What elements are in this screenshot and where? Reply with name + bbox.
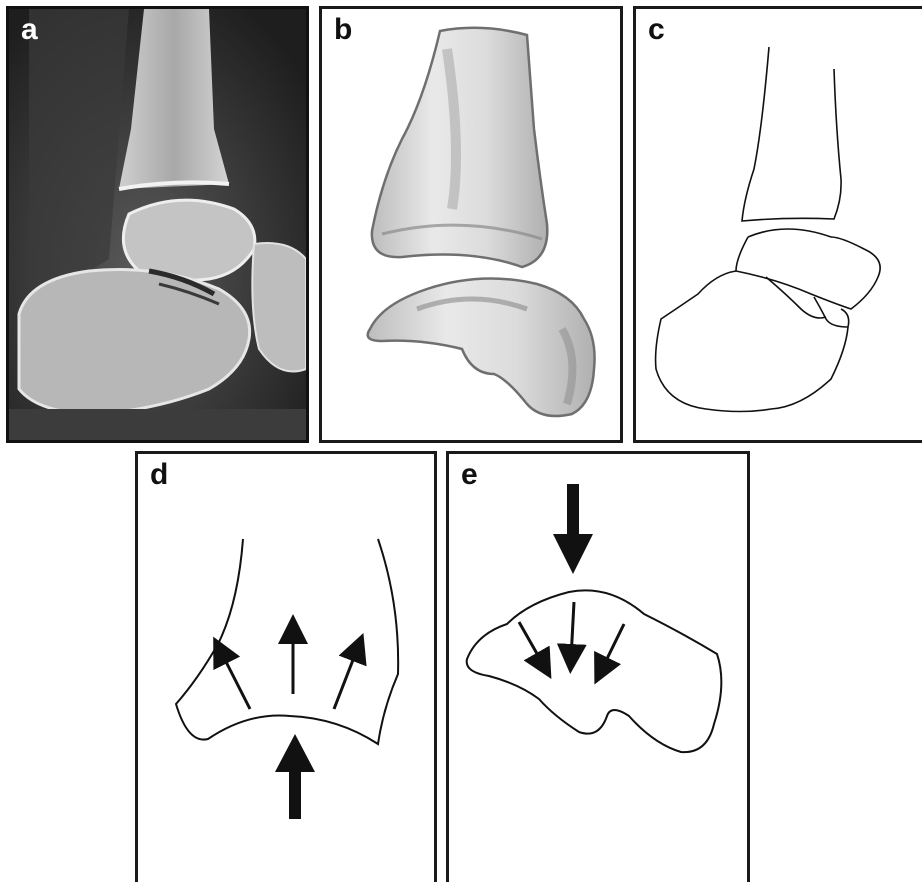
arrow-large-down [553, 484, 593, 574]
arrow-small-left [220, 650, 250, 709]
talus [123, 200, 254, 280]
panel-b-illustration: b [319, 6, 623, 443]
panel-label-c: c [648, 15, 665, 45]
panel-d-force-diagram: d [135, 451, 437, 882]
arrow-large-up [275, 734, 315, 819]
xray-image [9, 9, 306, 440]
panel-label-d: d [150, 460, 168, 490]
floor-shadow [9, 409, 306, 440]
arrow-small-left [519, 622, 544, 666]
panel-e-force-diagram: e [446, 451, 750, 882]
line-drawing-image [636, 9, 922, 440]
tibia-outline [742, 47, 841, 221]
illustration-image [322, 9, 620, 440]
talus-outline-diagram [467, 590, 722, 752]
arrow-small-right [601, 624, 624, 671]
tibia-distal-outline [176, 539, 398, 744]
talar-dome-line [748, 229, 831, 237]
talus-force-diagram [449, 454, 747, 882]
midfoot [252, 243, 306, 372]
panel-label-e: e [461, 460, 478, 490]
talus-outline [736, 237, 880, 309]
calcaneus-outline [656, 271, 849, 412]
arrow-small-center [571, 602, 574, 659]
arrow-small-right [334, 647, 358, 709]
panel-label-b: b [334, 15, 352, 45]
panel-label-a: a [21, 15, 38, 45]
tibia-force-diagram [138, 454, 434, 882]
panel-c-line-drawing: c [633, 6, 922, 443]
panel-a-xray: a [6, 6, 309, 443]
subtalar-line [766, 277, 826, 318]
